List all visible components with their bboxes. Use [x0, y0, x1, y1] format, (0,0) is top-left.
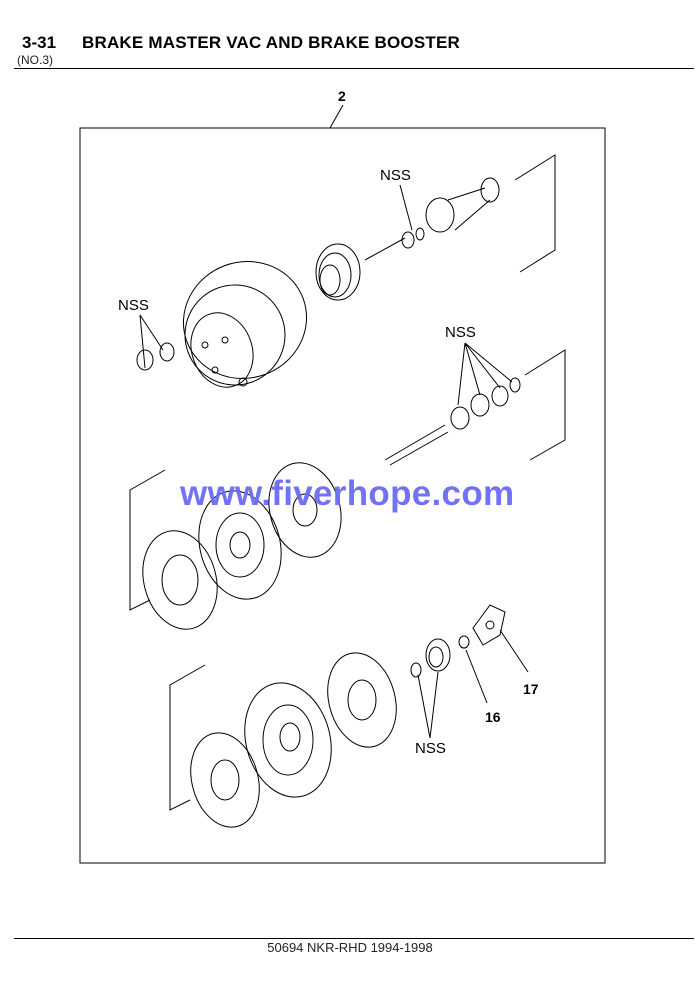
- diaphragm-set-upper: [129, 462, 342, 630]
- pushrod-parts: [410, 604, 506, 678]
- callout-nss-bottom: NSS: [415, 740, 446, 757]
- callout-17: 17: [523, 681, 539, 697]
- page-subtitle: (NO.3): [17, 53, 53, 67]
- diaphragm-set-lower: [169, 652, 397, 828]
- footer-divider: [14, 938, 694, 939]
- callout-nss-right: NSS: [445, 324, 476, 341]
- callout-2: 2: [338, 88, 346, 104]
- bellows: [315, 243, 361, 301]
- page-title: BRAKE MASTER VAC AND BRAKE BOOSTER: [82, 33, 460, 52]
- assembly-leader: [329, 104, 344, 129]
- header-divider: [14, 68, 694, 69]
- valve-parts: [384, 349, 566, 466]
- section-number: 3-31: [22, 33, 57, 52]
- callout-nss-top: NSS: [380, 167, 411, 184]
- assembly-frame: [79, 127, 606, 864]
- master-cylinder-parts: [364, 154, 556, 273]
- booster-shell: [182, 261, 308, 388]
- callout-nss-left: NSS: [118, 297, 149, 314]
- watermark: www.fiverhope.com: [180, 474, 515, 513]
- callout-16: 16: [485, 709, 501, 725]
- footer-model-info: 50694 NKR-RHD 1994-1998: [267, 940, 433, 955]
